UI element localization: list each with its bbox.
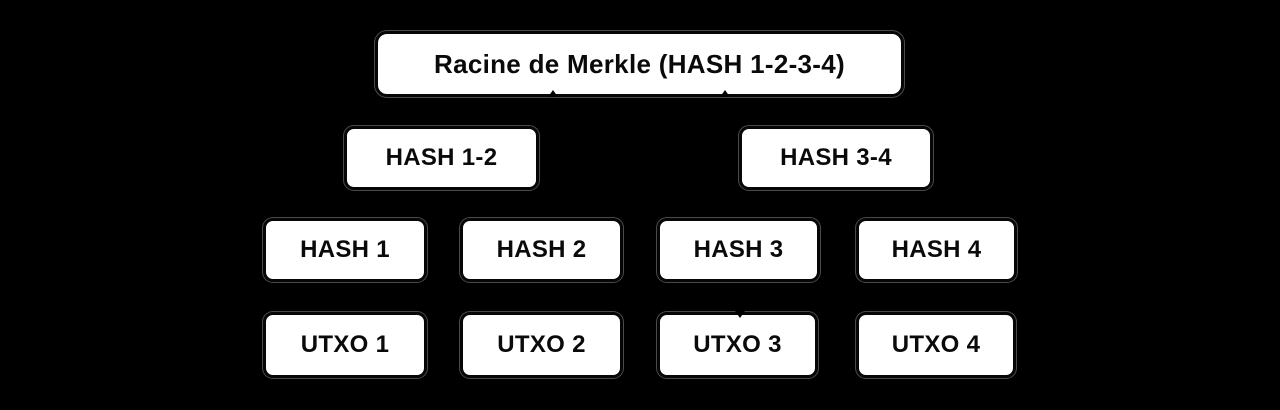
hash-3-4-label: HASH 3-4: [780, 144, 892, 171]
merkle-root-label: Racine de Merkle (HASH 1-2-3-4): [434, 49, 845, 79]
node-utxo-1: UTXO 1: [263, 312, 427, 378]
node-hash-2: HASH 2: [460, 218, 623, 282]
node-utxo-2: UTXO 2: [460, 312, 623, 378]
arrowhead-icon: [720, 90, 730, 97]
utxo-3-label: UTXO 3: [693, 331, 782, 358]
hash-2-label: HASH 2: [496, 236, 587, 263]
utxo-4-label: UTXO 4: [891, 331, 981, 358]
hash-3-label: HASH 3: [693, 236, 784, 263]
node-hash-4: HASH 4: [856, 218, 1017, 282]
arrowhead-icon: [735, 311, 745, 318]
arrowhead-icon: [548, 90, 558, 97]
hash-1-2-label: HASH 1-2: [385, 144, 498, 171]
node-utxo-3: UTXO 3: [657, 312, 818, 378]
node-hash-1-2: HASH 1-2: [344, 126, 539, 190]
hash-1-label: HASH 1: [300, 236, 390, 263]
node-merkle-root: Racine de Merkle (HASH 1-2-3-4): [375, 31, 904, 97]
utxo-2-label: UTXO 2: [497, 331, 586, 358]
node-utxo-4: UTXO 4: [856, 312, 1016, 378]
utxo-1-label: UTXO 1: [300, 331, 390, 358]
node-hash-1: HASH 1: [263, 218, 427, 282]
node-hash-3-4: HASH 3-4: [739, 126, 933, 190]
hash-4-label: HASH 4: [891, 236, 982, 263]
node-hash-3: HASH 3: [657, 218, 820, 282]
